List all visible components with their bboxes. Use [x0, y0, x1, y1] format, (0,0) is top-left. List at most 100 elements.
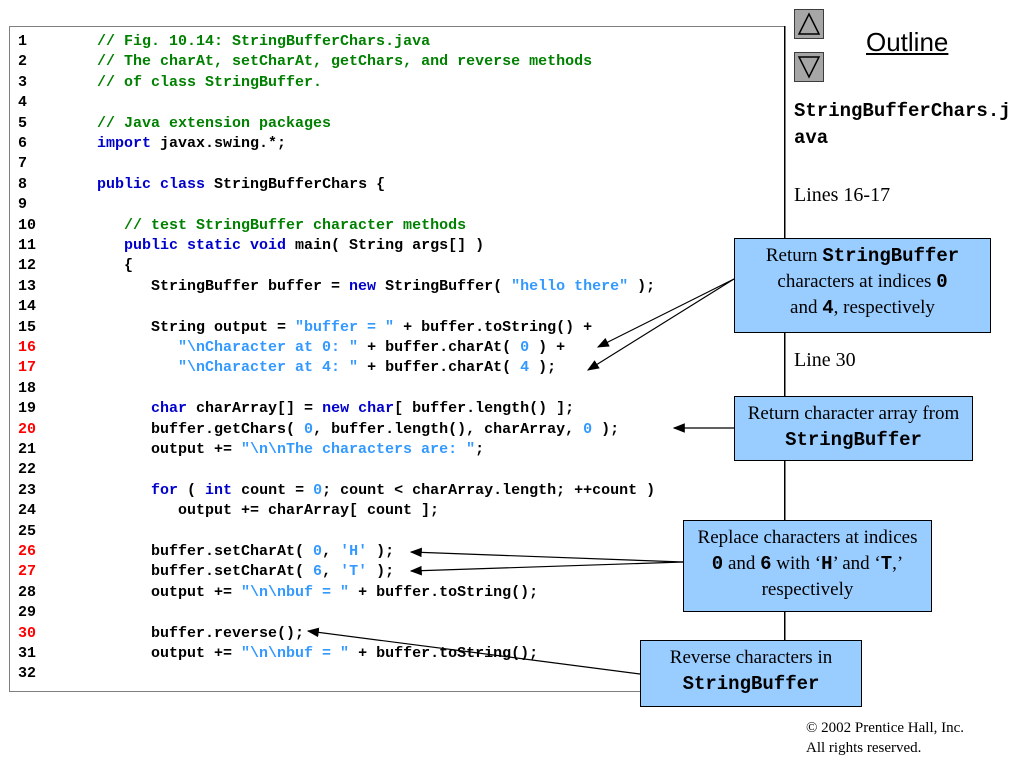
outline-link[interactable]: Outline [866, 27, 949, 57]
copyright-notice: © 2002 Prentice Hall, Inc. All rights re… [806, 718, 964, 758]
code-token: ); [592, 420, 620, 438]
code-token: ) + [529, 339, 566, 356]
code-text: output += charArray[ count ]; [70, 501, 439, 521]
code-text: // Fig. 10.14: StringBufferChars.java [70, 32, 430, 52]
line-number: 20 [18, 420, 37, 438]
code-token: // of class StringBuffer. [97, 73, 323, 91]
code-text: { [70, 256, 133, 276]
line-number: 12 [18, 257, 37, 275]
line-number: 6 [18, 135, 28, 152]
code-text: // The charAt, setCharAt, getChars, and … [70, 52, 592, 72]
code-line: 7 [10, 154, 785, 174]
code-text: output += "\n\nThe characters are: "; [70, 440, 484, 460]
code-token: javax.swing.*; [151, 135, 287, 152]
code-text: buffer.reverse(); [70, 624, 304, 644]
line-number: 21 [18, 441, 37, 458]
code-token: ); [628, 277, 656, 295]
code-token: { [70, 257, 134, 275]
code-token: , buffer.length(), charArray, [313, 420, 584, 438]
line-number: 10 [18, 216, 37, 234]
line-number: 7 [18, 155, 28, 173]
line-number: 22 [18, 461, 37, 479]
callout-reverse: Reverse characters in StringBuffer [640, 640, 862, 707]
code-token: StringBufferChars { [205, 175, 386, 193]
arrow-line-26 [409, 547, 684, 563]
code-text: output += "\n\nbuf = " + buffer.toString… [70, 644, 538, 664]
arrow-line-30 [306, 627, 641, 675]
line-number: 8 [18, 175, 28, 193]
code-token: char [151, 400, 188, 418]
code-line: 13 StringBuffer buffer = new StringBuffe… [10, 277, 785, 297]
code-line: 23 for ( int count = 0; count < charArra… [10, 481, 785, 501]
code-token: 'T' [340, 563, 368, 581]
code-text: String output = "buffer = " + buffer.toS… [70, 318, 592, 338]
code-token: + buffer.charAt( [358, 339, 521, 356]
code-token: public static void [124, 237, 287, 254]
code-token: String output = [70, 318, 296, 336]
line-number: 25 [18, 522, 37, 540]
code-text: buffer.setCharAt( 0, 'H' ); [70, 542, 394, 562]
line-number: 18 [18, 379, 37, 397]
code-token: StringBuffer buffer = [70, 277, 350, 295]
code-line: 18 [10, 379, 785, 399]
copyright-line: © 2002 Prentice Hall, Inc. [806, 720, 965, 736]
line-number: 5 [18, 114, 28, 132]
line-number: 13 [18, 277, 37, 295]
line-number: 15 [18, 318, 37, 336]
code-token: output += [70, 441, 242, 458]
code-line: 12 { [10, 256, 785, 276]
code-line: 16 "\nCharacter at 0: " + buffer.charAt(… [10, 338, 785, 358]
line-number: 30 [18, 624, 37, 642]
code-text: output += "\n\nbuf = " + buffer.toString… [70, 583, 538, 603]
code-line: 14 [10, 297, 785, 317]
code-token: // Fig. 10.14: StringBufferChars.java [97, 33, 431, 50]
code-text: import javax.swing.*; [70, 134, 286, 154]
code-token: public class [97, 175, 206, 193]
code-token: import [97, 135, 152, 152]
line-number: 16 [18, 339, 37, 356]
code-token: output += charArray[ count ]; [70, 502, 440, 520]
code-line: 17 "\nCharacter at 4: " + buffer.charAt(… [10, 358, 785, 378]
code-token: StringBuffer( [376, 277, 512, 295]
code-text: char charArray[] = new char[ buffer.leng… [70, 399, 574, 419]
code-line: 24 output += charArray[ count ]; [10, 501, 785, 521]
line-number: 11 [18, 237, 37, 254]
code-line: 30 buffer.reverse(); [10, 624, 785, 644]
line-number: 26 [18, 543, 37, 560]
code-token: 0 [313, 481, 323, 499]
code-token: for [151, 481, 179, 499]
code-token: buffer.setCharAt( [70, 543, 314, 560]
triangle-up-icon [797, 12, 821, 35]
code-text: buffer.setCharAt( 6, 'T' ); [70, 562, 394, 582]
code-token: "buffer = " [295, 318, 395, 336]
callout-setcharat: Replace characters at indices 0 and 6 wi… [683, 520, 932, 612]
code-line: 15 String output = "buffer = " + buffer.… [10, 318, 785, 338]
code-line: 25 [10, 522, 785, 542]
code-token: buffer.reverse(); [70, 624, 305, 642]
code-token: "hello there" [511, 277, 629, 295]
code-text: // test StringBuffer character methods [70, 216, 466, 236]
line-number: 3 [18, 73, 28, 91]
code-line: 2 // The charAt, setCharAt, getChars, an… [10, 52, 785, 72]
code-line: 6 import javax.swing.*; [10, 134, 785, 154]
code-line: 27 buffer.setCharAt( 6, 'T' ); [10, 562, 785, 582]
code-token: buffer.setCharAt( [70, 563, 314, 581]
line-number: 19 [18, 400, 37, 418]
code-token: main( String args[] ) [286, 237, 485, 254]
next-slide-button[interactable] [794, 52, 824, 82]
code-token: [ buffer.length() ]; [394, 400, 575, 418]
code-token: output += [70, 645, 242, 662]
lines-16-17-label: Lines 16-17 [794, 184, 891, 206]
code-token: new char [322, 400, 395, 418]
rights-line: All rights reserved. [806, 740, 922, 756]
code-token: + buffer.toString() + [394, 318, 593, 336]
code-line: 9 [10, 195, 785, 215]
previous-slide-button[interactable] [794, 9, 824, 39]
callout-getchars: Return character array from StringBuffer [734, 396, 973, 461]
line-number: 2 [18, 53, 28, 71]
code-token: "\n\nThe characters are: " [241, 441, 476, 458]
code-token: ; [475, 441, 485, 458]
code-text: "\nCharacter at 0: " + buffer.charAt( 0 … [70, 338, 565, 358]
code-token: output += [70, 583, 242, 601]
